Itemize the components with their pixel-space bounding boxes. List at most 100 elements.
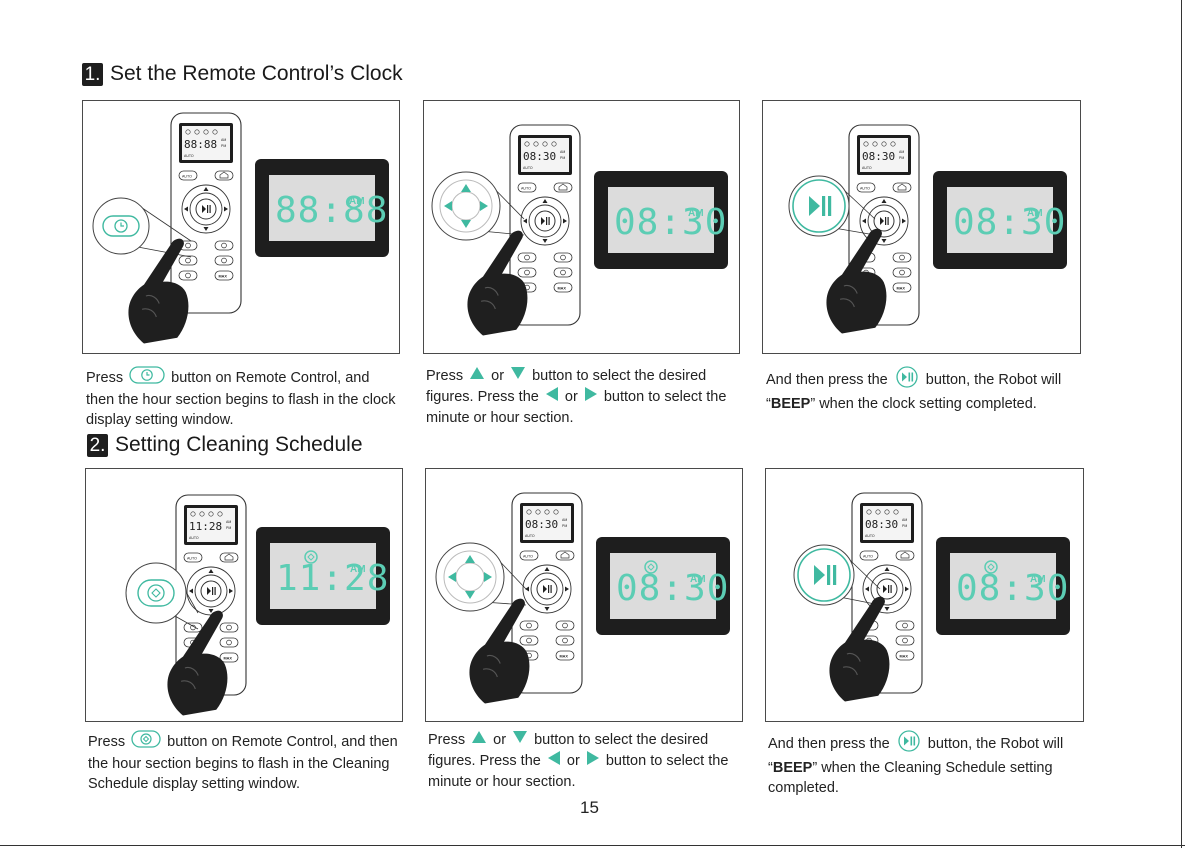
remote-dock-button: [555, 635, 575, 646]
dpad-center: [451, 191, 481, 221]
play-icon: [814, 565, 825, 585]
remote-auto-button: [856, 182, 876, 193]
left-arrow-icon: [525, 586, 529, 592]
lcd-screen: [269, 175, 375, 241]
caption-text: button on Remote Control, and then the h…: [88, 733, 398, 792]
schedule-icon-inner: [987, 563, 995, 571]
up-arrow-icon: [471, 730, 487, 750]
caption-text: or: [491, 368, 505, 384]
caption-schedule-step1: Press button on Remote Control, and then…: [88, 730, 398, 794]
remote-spot-button: [178, 270, 198, 281]
home-icon: [224, 553, 234, 561]
schedule-icon: [147, 584, 165, 602]
caption-text: Press: [426, 368, 464, 384]
hand-knuckles: [180, 666, 199, 690]
remote-lcd-icon: [212, 129, 218, 135]
remote-auto-button: [519, 550, 539, 561]
caption-schedule-step3: And then press the button, the Robot wil…: [768, 730, 1083, 798]
right-arrow-icon: [565, 586, 569, 592]
down-arrow-icon: [203, 227, 209, 231]
remote-lcd-time: 08:30: [862, 150, 895, 163]
right-arrow-icon: [229, 588, 233, 594]
clock-icon: [114, 219, 128, 233]
remote-lcd-icon: [893, 509, 899, 515]
remote-lcd-icon: [526, 509, 532, 515]
remote-lcd-pm: PM: [221, 144, 226, 148]
hand-shape: [467, 230, 528, 336]
lcd-screen: [270, 543, 376, 609]
pointing-hand-icon: [826, 228, 887, 334]
remote-lcd-icon: [551, 141, 557, 147]
remote-auto-button: [517, 182, 537, 193]
lcd-am-indicator: AM: [350, 564, 366, 575]
remote-lcd-am: AM: [560, 150, 565, 154]
remote-max-button: [214, 270, 234, 281]
schedule-icon: [226, 624, 232, 631]
lcd-screen: [950, 553, 1056, 619]
schedule-icon: [902, 622, 908, 629]
remote-lcd-am: AM: [902, 518, 907, 522]
remote-lcd-auto: AUTO: [865, 534, 875, 538]
caption-text: ” when the Cleaning Schedule setting com…: [768, 760, 1053, 796]
remote-max-label: MAX: [224, 657, 233, 661]
section-2-number: 2.: [87, 433, 108, 457]
pointing-hand-icon: [829, 596, 890, 702]
caption-clock-step1: Press button on Remote Control, and then…: [86, 366, 396, 430]
right-arrow-icon: [480, 201, 488, 211]
up-arrow-icon: [203, 187, 209, 191]
right-arrow-icon: [484, 572, 492, 582]
lcd-time-digits: 08:30: [614, 202, 727, 243]
up-arrow-icon: [884, 567, 890, 571]
remote-lcd-auto: AUTO: [525, 534, 535, 538]
play-pause-button-icon: [894, 366, 920, 394]
remote-home-button: [219, 552, 239, 563]
play-icon: [202, 205, 206, 213]
up-arrow-icon: [465, 555, 475, 563]
remote-lcd-pm: PM: [226, 526, 231, 530]
dock-icon: [562, 637, 568, 644]
pause-bar-icon: [212, 587, 214, 595]
clock-hands-icon: [120, 222, 124, 227]
play-icon: [541, 217, 545, 225]
remote-lcd-icon: [199, 511, 205, 517]
remote-lcd-icon: [884, 509, 890, 515]
pointing-hand-icon: [167, 610, 228, 716]
remote-lcd-icon: [863, 141, 869, 147]
remote-power-button: [519, 635, 539, 646]
caption-text: Press: [88, 733, 126, 750]
remote-max-label: MAX: [219, 275, 228, 279]
hand-knuckles: [842, 652, 861, 676]
remote-auto-label: AUTO: [187, 557, 197, 561]
remote-lcd-am: AM: [899, 150, 904, 154]
right-arrow-icon: [563, 218, 567, 224]
remote-home-button: [895, 550, 915, 561]
callout-line: [836, 228, 876, 236]
remote-power-button: [517, 267, 537, 278]
lcd-time-digits: 08:30: [953, 202, 1066, 243]
remote-lcd-am: AM: [562, 518, 567, 522]
play-icon: [880, 217, 884, 225]
remote-auto-label: AUTO: [863, 555, 873, 559]
remote-schedule-button: [219, 622, 239, 633]
caption-text: button to select the minute or hour sect…: [428, 753, 729, 791]
remote-dock-button: [895, 635, 915, 646]
lcd-time-digits: 08:30: [616, 568, 729, 609]
schedule-button-icon: [131, 730, 161, 754]
schedule-icon: [899, 254, 905, 261]
remote-schedule-button: [895, 620, 915, 631]
pause-bar-icon: [207, 205, 209, 213]
lcd-am-indicator: AM: [349, 196, 365, 207]
home-icon: [558, 183, 568, 191]
pause-bar-icon: [822, 196, 826, 216]
home-icon: [560, 551, 570, 559]
